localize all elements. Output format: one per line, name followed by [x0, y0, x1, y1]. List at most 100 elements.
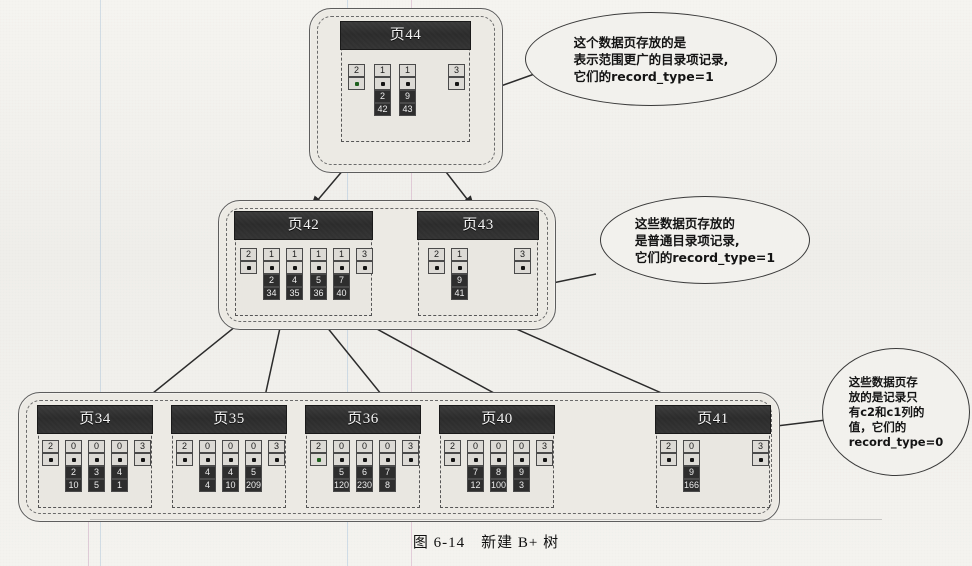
cell-pointer-box [333, 453, 350, 466]
callout-leaf-description: 这些数据页存 放的是记录只 有c2和c1列的 值，它们的 record_type… [822, 348, 970, 476]
cell-type-box: 0 [111, 440, 128, 453]
page-36-header: 页36 [305, 405, 421, 434]
cell-c2-box: 8 [490, 466, 507, 479]
cell-infimum-p43[interactable]: 2 [428, 248, 445, 274]
page-node-35[interactable]: 页35 2 0 4 4 0 4 10 0 5 209 3 [171, 405, 287, 508]
cell-supremum-p44[interactable]: 3 [448, 64, 465, 90]
cell-pointer-box [660, 453, 677, 466]
page-node-41[interactable]: 页41 2 0 9 166 3 [655, 405, 771, 508]
cell-pointer-box [402, 453, 419, 466]
cell-c1-box: 8 [379, 479, 396, 492]
cell-pointer-box [428, 261, 445, 274]
cell-supremum-p34[interactable]: 3 [134, 440, 151, 466]
cell-type-box: 0 [356, 440, 373, 453]
cell-key-box: 2 [263, 274, 280, 287]
cell-c2-box: 5 [333, 466, 350, 479]
cell-type-box: 3 [752, 440, 769, 453]
callout-line: record_type=0 [848, 434, 944, 449]
cell-record-p35-1[interactable]: 0 4 10 [222, 440, 239, 492]
cell-supremum-p36[interactable]: 3 [402, 440, 419, 466]
cell-pointer-box [263, 261, 280, 274]
cell-record-p34-1[interactable]: 0 3 5 [88, 440, 105, 492]
cell-pointer-box [467, 453, 484, 466]
cell-c1-box: 1 [111, 479, 128, 492]
cell-infimum-p36[interactable]: 2 [310, 440, 327, 466]
cell-record-p42-3[interactable]: 1 7 40 [333, 248, 350, 300]
page-42-header: 页42 [234, 211, 373, 240]
callout-internal-description: 这些数据页存放的 是普通目录项记录, 它们的record_type=1 [600, 196, 810, 284]
page-node-34[interactable]: 页34 2 0 2 10 0 3 5 0 4 1 3 [37, 405, 153, 508]
page-node-36[interactable]: 页36 2 0 5 120 0 6 230 0 7 8 3 [305, 405, 421, 508]
cell-record-p36-0[interactable]: 0 5 120 [333, 440, 350, 492]
cell-child-box: 43 [399, 103, 416, 116]
cell-record-p36-1[interactable]: 0 6 230 [356, 440, 373, 492]
cell-infimum-p41[interactable]: 2 [660, 440, 677, 466]
cell-supremum-p43[interactable]: 3 [514, 248, 531, 274]
cell-supremum-p41[interactable]: 3 [752, 440, 769, 466]
cell-c2-box: 5 [245, 466, 262, 479]
cell-pointer-box [536, 453, 553, 466]
cell-c1-box: 166 [683, 479, 700, 492]
cell-type-box: 2 [348, 64, 365, 77]
cell-record-p42-0[interactable]: 1 2 34 [263, 248, 280, 300]
cell-record-p36-2[interactable]: 0 7 8 [379, 440, 396, 492]
cell-type-box: 0 [222, 440, 239, 453]
callout-root-text: 这个数据页存放的是 表示范围更广的目录项记录, 它们的record_type=1 [568, 34, 735, 85]
cell-key-box: 7 [333, 274, 350, 287]
cell-supremum-p42[interactable]: 3 [356, 248, 373, 274]
cell-infimum-p40[interactable]: 2 [444, 440, 461, 466]
cell-record-p40-1[interactable]: 0 8 100 [490, 440, 507, 492]
cell-child-box: 41 [451, 287, 468, 300]
cell-record-p44-1[interactable]: 1 9 43 [399, 64, 416, 116]
cell-c1-box: 5 [88, 479, 105, 492]
cell-record-p40-2[interactable]: 0 9 3 [513, 440, 530, 492]
cell-infimum-p44[interactable]: 2 [348, 64, 365, 90]
leaf-group-inner-border [26, 400, 772, 514]
cell-pointer-box [134, 453, 151, 466]
cell-record-p42-1[interactable]: 1 4 35 [286, 248, 303, 300]
cell-c2-box: 7 [467, 466, 484, 479]
cell-record-p41-0[interactable]: 0 9 166 [683, 440, 700, 492]
cell-record-p43-0[interactable]: 1 9 41 [451, 248, 468, 300]
cell-pointer-box [310, 453, 327, 466]
cell-type-box: 1 [333, 248, 350, 261]
page-node-42[interactable]: 页42 2 1 2 34 1 4 35 1 5 36 1 7 40 3 [234, 211, 373, 316]
page-node-44[interactable]: 页44 2 1 2 42 1 9 43 3 [340, 21, 471, 142]
cell-record-p35-2[interactable]: 0 5 209 [245, 440, 262, 492]
cell-c2-box: 3 [88, 466, 105, 479]
cell-type-box: 0 [379, 440, 396, 453]
cell-record-p42-2[interactable]: 1 5 36 [310, 248, 327, 300]
cell-c1-box: 10 [65, 479, 82, 492]
cell-supremum-p35[interactable]: 3 [268, 440, 285, 466]
cell-type-box: 1 [286, 248, 303, 261]
cell-key-box: 2 [374, 90, 391, 103]
cell-type-box: 0 [683, 440, 700, 453]
cell-type-box: 3 [448, 64, 465, 77]
cell-c1-box: 100 [490, 479, 507, 492]
cell-pointer-box [176, 453, 193, 466]
cell-supremum-p40[interactable]: 3 [536, 440, 553, 466]
cell-record-p34-2[interactable]: 0 4 1 [111, 440, 128, 492]
cell-infimum-p35[interactable]: 2 [176, 440, 193, 466]
cell-key-box: 9 [399, 90, 416, 103]
cell-c1-box: 3 [513, 479, 530, 492]
callout-line: 这个数据页存放的是 [573, 34, 687, 50]
page-node-43[interactable]: 页43 2 1 9 41 3 [417, 211, 539, 316]
cell-pointer-box [444, 453, 461, 466]
cell-type-box: 0 [199, 440, 216, 453]
cell-record-p44-0[interactable]: 1 2 42 [374, 64, 391, 116]
page-43-header: 页43 [417, 211, 539, 240]
cell-pointer-box [399, 77, 416, 90]
callout-internal-text: 这些数据页存放的 是普通目录项记录, 它们的record_type=1 [629, 215, 781, 266]
figure-caption: 图 6-14 新建 B+ 树 [412, 535, 560, 551]
cell-infimum-p34[interactable]: 2 [42, 440, 59, 466]
cell-record-p35-0[interactable]: 0 4 4 [199, 440, 216, 492]
cell-c2-box: 7 [379, 466, 396, 479]
cell-record-p40-0[interactable]: 0 7 12 [467, 440, 484, 492]
cell-pointer-box [374, 77, 391, 90]
cell-infimum-p42[interactable]: 2 [240, 248, 257, 274]
page-node-40[interactable]: 页40 2 0 7 12 0 8 100 0 9 3 3 [439, 405, 555, 508]
cell-record-p34-0[interactable]: 0 2 10 [65, 440, 82, 492]
cell-child-box: 36 [310, 287, 327, 300]
cell-pointer-box [199, 453, 216, 466]
